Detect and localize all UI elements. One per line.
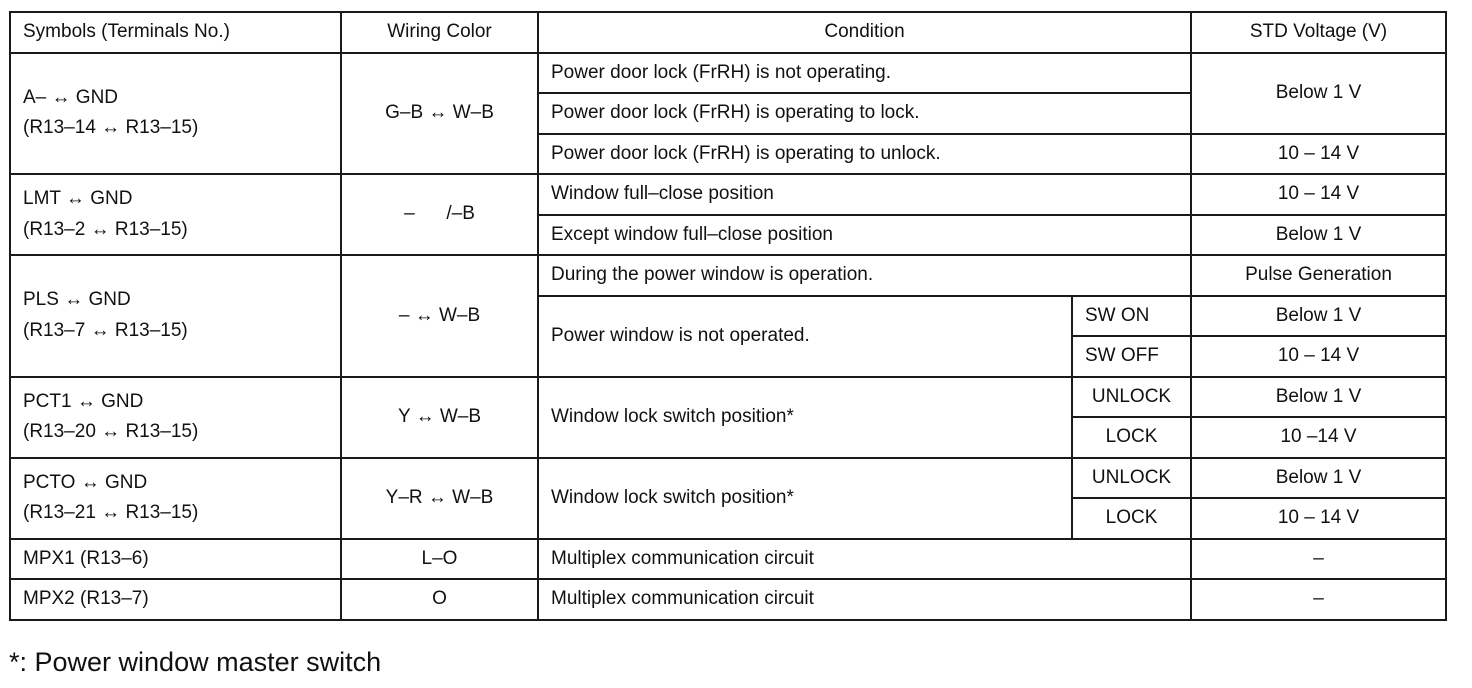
symbol-pins: (R13–7 ↔ R13–15) xyxy=(23,319,188,341)
symbol-terminal: A– ↔ GND xyxy=(23,86,119,108)
wiring-color-cell: – /–B xyxy=(340,173,539,256)
condition-cell: Power door lock (FrRH) is operating to l… xyxy=(537,92,1192,135)
symbol-cell: A– ↔ GND (R13–14 ↔ R13–15) xyxy=(9,51,342,175)
table-row: LOCK 10 – 14 V xyxy=(10,497,1447,540)
switch-state-cell: SW OFF xyxy=(1071,335,1192,378)
voltage-cell: Below 1 V xyxy=(1190,456,1447,499)
wiring-color-cell: – ↔ W–B xyxy=(340,254,539,378)
symbol-cell: LMT ↔ GND (R13–2 ↔ R13–15) xyxy=(9,173,342,256)
symbol-terminal: PCT1 ↔ GND xyxy=(23,390,144,412)
condition-cell: Window lock switch position* xyxy=(537,456,1073,540)
symbol-terminal: LMT ↔ GND xyxy=(23,188,133,210)
table-row: PCT1 ↔ GND (R13–20 ↔ R13–15) Y ↔ W–B Win… xyxy=(9,375,1447,459)
table-row: LOCK 10 –14 V xyxy=(10,416,1447,459)
voltage-cell: – xyxy=(1190,537,1447,580)
symbol-cell: PCT1 ↔ GND (R13–20 ↔ R13–15) xyxy=(9,375,342,459)
condition-cell: Power door lock (FrRH) is not operating. xyxy=(537,51,1192,94)
voltage-cell: Below 1 V xyxy=(1190,51,1447,135)
symbol-terminal: PLS ↔ GND xyxy=(23,289,131,311)
condition-cell: Multiplex communication circuit xyxy=(537,578,1192,621)
symbol-pins: (R13–2 ↔ R13–15) xyxy=(23,218,188,240)
wiring-color-cell: Y–R ↔ W–B xyxy=(340,456,539,540)
voltage-cell: 10 – 14 V xyxy=(1190,335,1447,378)
wiring-color-cell: L–O xyxy=(340,537,539,580)
wiring-color-cell: G–B ↔ W–B xyxy=(340,51,539,175)
symbol-pins: (R13–14 ↔ R13–15) xyxy=(23,117,199,139)
voltage-cell: Below 1 V xyxy=(1190,213,1447,256)
voltage-cell: Below 1 V xyxy=(1190,375,1447,418)
symbol-cell: PLS ↔ GND (R13–7 ↔ R13–15) xyxy=(9,254,342,378)
voltage-cell: 10 – 14 V xyxy=(1190,173,1447,216)
voltage-cell: Below 1 V xyxy=(1190,294,1447,337)
symbol-cell: MPX2 (R13–7) xyxy=(9,578,342,621)
switch-state-cell: UNLOCK xyxy=(1071,456,1192,499)
condition-cell: Power window is not operated. xyxy=(537,294,1073,378)
table-row: Power window is not operated. SW ON Belo… xyxy=(10,294,1447,378)
switch-state-cell: LOCK xyxy=(1071,497,1192,540)
voltage-cell: – xyxy=(1190,578,1447,621)
table-row: Except window full–close position Below … xyxy=(10,213,1447,256)
table-row: MPX1 (R13–6) L–O Multiplex communication… xyxy=(9,537,1447,580)
terminal-voltage-table: Symbols (Terminals No.) Wiring Color Con… xyxy=(9,11,1447,621)
symbol-terminal: PCTO ↔ GND xyxy=(23,471,148,493)
table-row: SW OFF 10 – 14 V xyxy=(10,335,1447,378)
table-row: Power door lock (FrRH) is operating to u… xyxy=(10,132,1447,175)
voltage-cell: Pulse Generation xyxy=(1190,254,1447,297)
symbol-pins: (R13–20 ↔ R13–15) xyxy=(23,421,199,442)
symbol-cell: MPX1 (R13–6) xyxy=(9,537,342,580)
header-symbols: Symbols (Terminals No.) xyxy=(9,11,342,54)
switch-state-cell: LOCK xyxy=(1071,416,1192,459)
header-condition: Condition xyxy=(537,11,1192,54)
switch-state-cell: SW ON xyxy=(1071,294,1192,337)
voltage-cell: 10 – 14 V xyxy=(1190,132,1447,175)
table-header-row: Symbols (Terminals No.) Wiring Color Con… xyxy=(9,11,1447,54)
table-row: Power door lock (FrRH) is operating to l… xyxy=(10,92,1446,135)
voltage-cell: 10 – 14 V xyxy=(1190,497,1447,540)
table-row: PLS ↔ GND (R13–7 ↔ R13–15) – ↔ W–B Durin… xyxy=(9,254,1447,378)
condition-cell: During the power window is operation. xyxy=(537,254,1192,297)
header-wiring-color: Wiring Color xyxy=(340,11,539,54)
table-row: A– ↔ GND (R13–14 ↔ R13–15) G–B ↔ W–B Pow… xyxy=(9,51,1447,175)
wiring-color-cell: Y ↔ W–B xyxy=(340,375,539,459)
table-row: LMT ↔ GND (R13–2 ↔ R13–15) – /–B Window … xyxy=(9,173,1447,256)
symbol-pins: (R13–21 ↔ R13–15) xyxy=(23,502,199,523)
condition-cell: Multiplex communication circuit xyxy=(537,537,1192,580)
wiring-color-cell: O xyxy=(340,578,539,621)
table-row: MPX2 (R13–7) O Multiplex communication c… xyxy=(9,578,1447,621)
footnote: *: Power window master switch xyxy=(9,647,382,677)
header-std-voltage: STD Voltage (V) xyxy=(1190,11,1447,54)
symbol-cell: PCTO ↔ GND (R13–21 ↔ R13–15) xyxy=(9,456,342,540)
table-row: PCTO ↔ GND (R13–21 ↔ R13–15) Y–R ↔ W–B W… xyxy=(9,456,1447,540)
condition-cell: Power door lock (FrRH) is operating to u… xyxy=(537,132,1192,175)
voltage-cell: 10 –14 V xyxy=(1190,416,1447,459)
condition-cell: Except window full–close position xyxy=(537,213,1192,256)
condition-cell: Window lock switch position* xyxy=(537,375,1073,459)
condition-cell: Window full–close position xyxy=(537,173,1192,216)
switch-state-cell: UNLOCK xyxy=(1071,375,1192,418)
